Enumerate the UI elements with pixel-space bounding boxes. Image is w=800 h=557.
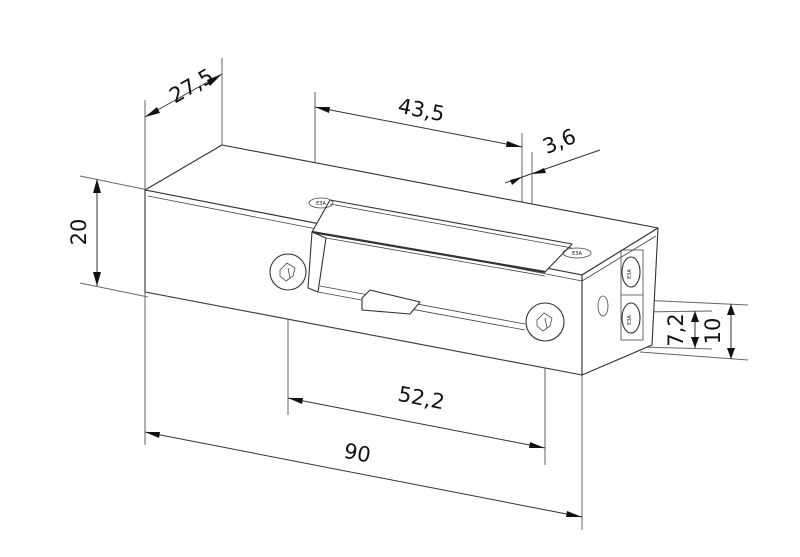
dim-label-height: 20 <box>67 219 91 246</box>
dim-overall-length: 90 <box>144 431 583 518</box>
screw-left <box>269 253 307 291</box>
dim-label-overall-length: 90 <box>342 439 373 468</box>
dim-label-latch-length: 43,5 <box>396 94 446 126</box>
svg-text:ЕЗА: ЕЗА <box>316 201 326 207</box>
dim-label-depth: 27,5 <box>165 64 218 108</box>
dim-label-screw-spacing: 52,2 <box>396 382 446 414</box>
svg-text:ЕЗА: ЕЗА <box>627 269 633 279</box>
dim-latch-offset: 3,6 <box>504 124 601 185</box>
svg-text:ЕЗА: ЕЗА <box>627 315 633 325</box>
svg-text:ЕЗА: ЕЗА <box>572 251 582 257</box>
dim-height: 20 <box>67 179 101 286</box>
dim-depth: 27,5 <box>144 64 223 118</box>
screw-right <box>525 302 565 342</box>
dim-label-terminal-outer: 10 <box>701 318 725 345</box>
dim-label-latch-offset: 3,6 <box>539 124 579 159</box>
dim-label-terminal-inner: 7,2 <box>664 313 688 346</box>
latch-keeper <box>307 199 573 331</box>
terminal-block: ЕЗА ЕЗА <box>597 249 644 341</box>
dim-latch-length: 43,5 <box>314 94 523 148</box>
strike-body <box>144 144 659 376</box>
label-top: ЕЗА <box>308 197 334 209</box>
dim-screw-spacing: 52,2 <box>287 382 546 449</box>
dim-terminal-inner: 7,2 <box>664 311 699 348</box>
label-right: ЕЗА <box>562 247 592 259</box>
dim-terminal-outer: 10 <box>701 304 735 359</box>
